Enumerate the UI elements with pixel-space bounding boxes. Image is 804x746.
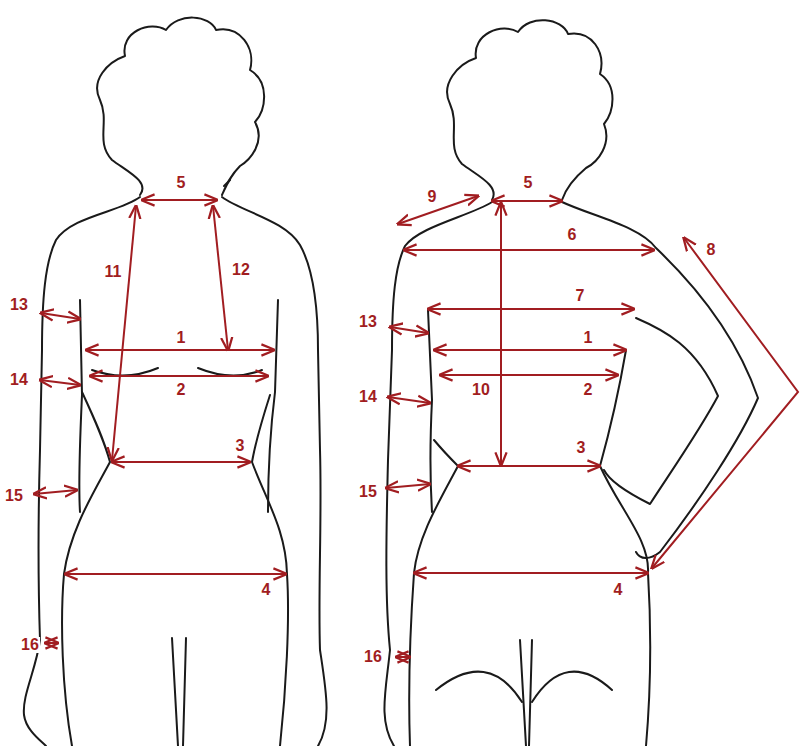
- callout-number: 10: [471, 382, 491, 398]
- callout-number: 2: [583, 382, 594, 398]
- callout-number: 12: [231, 262, 251, 278]
- callout-number: 16: [20, 637, 40, 653]
- callout-number: 4: [261, 582, 272, 598]
- callout-number: 15: [4, 488, 24, 504]
- callout-number: 16: [363, 649, 383, 665]
- callout-number: 1: [583, 330, 594, 346]
- callout-number: 9: [427, 189, 438, 205]
- callout-number: 13: [358, 314, 378, 330]
- callout-number: 8: [706, 242, 717, 258]
- callout-number: 14: [9, 372, 29, 388]
- callout-number: 6: [567, 227, 578, 243]
- callout-number: 1: [176, 330, 187, 346]
- callout-number: 15: [358, 484, 378, 500]
- callout-number: 7: [575, 288, 586, 304]
- callout-number: 5: [523, 175, 534, 191]
- callout-number: 4: [613, 582, 624, 598]
- callout-number: 3: [235, 438, 246, 454]
- callout-number: 14: [358, 389, 378, 405]
- callout-number: 2: [176, 382, 187, 398]
- callout-number: 5: [176, 175, 187, 191]
- callout-number: 3: [576, 440, 587, 456]
- callout-number: 11: [104, 264, 123, 280]
- callout-number: 13: [9, 297, 29, 313]
